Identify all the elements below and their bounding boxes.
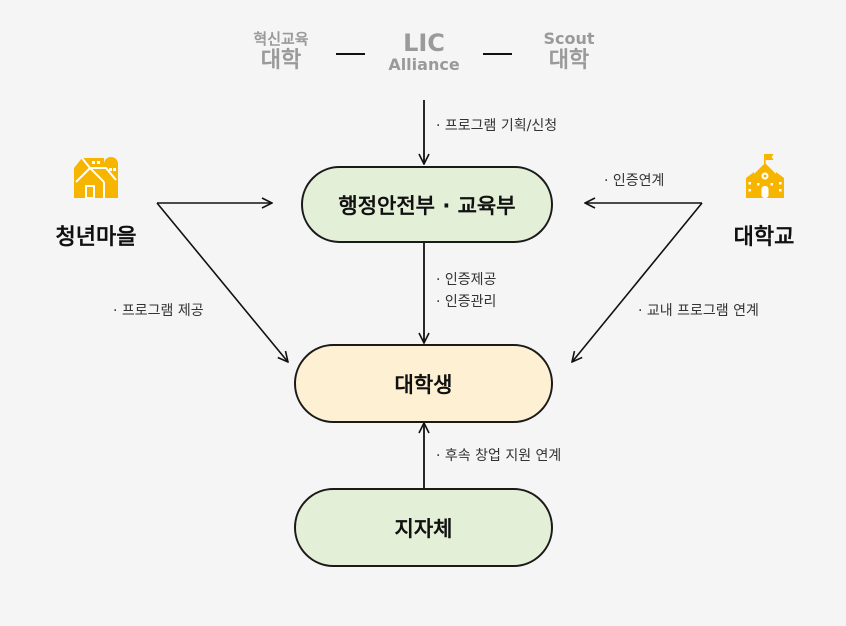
- node-students-label: 대학생: [394, 372, 453, 397]
- note-certification-link: · 인증연계: [604, 173, 665, 189]
- note-campus-program-link: · 교내 프로그램 연계: [638, 303, 759, 319]
- village-houses-icon: [70, 154, 120, 202]
- top-center-small: Alliance: [388, 55, 460, 74]
- arrow-village-to-students: [156, 202, 288, 362]
- note-startup-support: · 후속 창업 지원 연계: [436, 448, 562, 464]
- note-certification-provide: · 인증제공: [436, 272, 497, 288]
- arrow-university-to-students: [572, 202, 703, 362]
- top-scout-university: Scout 대학: [524, 30, 614, 74]
- top-lic-alliance: LIC Alliance: [370, 30, 478, 74]
- school-building-icon: [744, 154, 786, 200]
- university-label: 대학교: [733, 225, 795, 250]
- note-certification-manage: · 인증관리: [436, 294, 497, 310]
- top-innovation-university: 혁신교육 대학: [236, 30, 326, 74]
- node-students: 대학생: [294, 344, 553, 423]
- node-ministry-label: 행정안전부 · 교육부: [338, 193, 516, 218]
- top-center-big: LIC: [403, 29, 445, 57]
- note-program-planning: · 프로그램 기획/신청: [436, 118, 558, 134]
- top-right-small: Scout: [543, 29, 595, 48]
- top-right-big: 대학: [548, 48, 590, 73]
- node-local-gov-label: 지자체: [394, 516, 453, 541]
- top-left-big: 대학: [260, 48, 302, 73]
- node-local-gov: 지자체: [294, 488, 553, 567]
- node-ministry: 행정안전부 · 교육부: [301, 166, 553, 243]
- note-program-provide: · 프로그램 제공: [113, 303, 204, 319]
- top-left-small: 혁신교육: [253, 30, 309, 48]
- youth-village-label: 청년마을: [55, 225, 137, 250]
